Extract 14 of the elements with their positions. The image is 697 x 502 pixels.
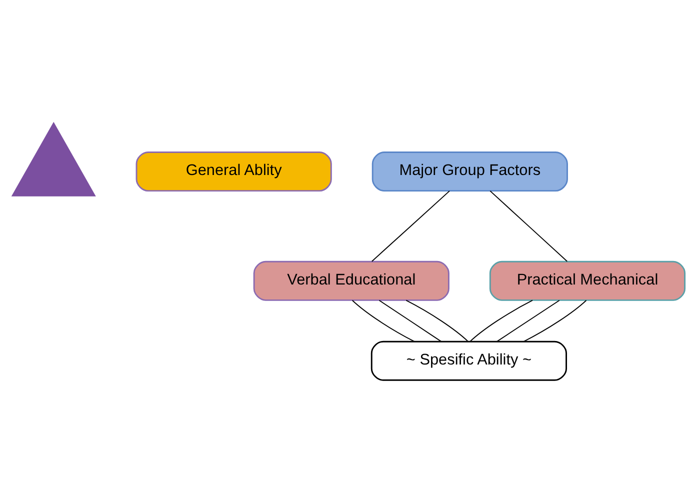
connector	[378, 299, 442, 342]
connector	[352, 299, 415, 342]
node-box: Practical Mechanical	[489, 260, 686, 300]
node-triangle	[11, 121, 96, 196]
connector	[406, 299, 469, 342]
node-box: Verbal Educational	[253, 260, 450, 300]
connector	[470, 299, 533, 342]
connector	[523, 299, 587, 342]
connector	[490, 190, 568, 262]
node-box: ~ Spesific Ability ~	[370, 340, 567, 380]
connector	[371, 190, 450, 262]
connector	[496, 299, 560, 342]
node-box: General Ablity	[136, 151, 332, 192]
node-box: Major Group Factors	[372, 151, 568, 192]
